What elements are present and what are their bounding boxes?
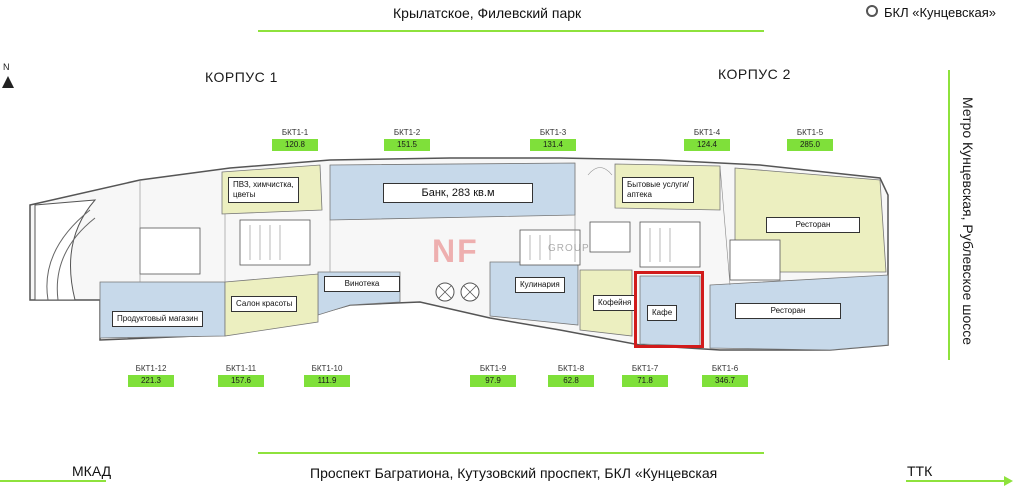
core-left [239,219,311,266]
metro-icon [866,5,878,17]
arrow-right-icon [1004,476,1013,486]
zone-grocery [99,281,226,339]
highlight-cafe [634,271,704,348]
watermark-logo: NF [432,233,479,269]
unit-code: БКТ1-5 [796,128,824,137]
unit-code: БКТ1-7 [631,364,659,373]
unit-code: БКТ1-2 [393,128,421,137]
label-coffee: Кофейня [593,295,637,311]
label-grocery: Продуктовый магазин [112,311,204,327]
unit-tag[interactable]: БКТ1-1 120.8 [272,127,318,151]
unit-code: БКТ1-8 [557,364,585,373]
label-culinary: Кулинария [515,277,565,293]
unit-area: 131.4 [530,139,576,151]
zone-culinary [489,261,579,326]
unit-tag[interactable]: БКТ1-9 97.9 [470,363,516,387]
unit-area: 157.6 [218,375,264,387]
corpus-1-label: КОРПУС 1 [205,69,278,85]
street-bottom-left-line [0,480,106,482]
unit-tag[interactable]: БКТ1-5 285.0 [787,127,833,151]
unit-area: 97.9 [470,375,516,387]
left-rotunda [34,199,97,301]
unit-tag[interactable]: БКТ1-10 111.9 [304,363,350,387]
watermark-sub: GROUP [548,243,590,254]
unit-area: 124.4 [684,139,730,151]
unit-tag[interactable]: БКТ1-2 151.5 [384,127,430,151]
street-bottom-right-line [906,480,1006,482]
label-beauty: Салон красоты [231,296,298,312]
unit-tag[interactable]: БКТ1-6 346.7 [702,363,748,387]
label-services: Бытовые услуги/ аптека [622,177,694,203]
unit-tag[interactable]: БКТ1-8 62.8 [548,363,594,387]
street-bottom: Проспект Багратиона, Кутузовский проспек… [310,465,718,481]
unit-area: 285.0 [787,139,833,151]
unit-code: БКТ1-11 [225,364,257,373]
unit-area: 62.8 [548,375,594,387]
unit-code: БКТ1-4 [693,128,721,137]
unit-code: БКТ1-9 [479,364,507,373]
street-right-line [948,70,950,360]
unit-code: БКТ1-12 [135,364,167,373]
street-right-side: Метро Кунцевская, Рублевское шоссе [960,97,976,346]
unit-tag[interactable]: БКТ1-4 124.4 [684,127,730,151]
street-bottom-line [258,452,764,454]
unit-tag[interactable]: БКТ1-12 221.3 [128,363,174,387]
label-wine: Винотека [324,276,400,292]
street-top: Крылатское, Филевский парк [393,5,582,21]
label-cafe: Кафе [647,305,678,321]
label-restaurant-top: Ресторан [766,217,860,233]
unit-area: 151.5 [384,139,430,151]
unit-code: БКТ1-1 [281,128,309,137]
unit-tag[interactable]: БКТ1-3 131.4 [530,127,576,151]
label-restaurant-bottom: Ресторан [735,303,841,319]
compass-arrow-icon [2,76,14,88]
street-bottom-right: ТТК [907,463,933,479]
unit-area: 120.8 [272,139,318,151]
street-bottom-left: МКАД [72,463,112,479]
unit-code: БКТ1-10 [311,364,343,373]
unit-area: 71.8 [622,375,668,387]
unit-code: БКТ1-6 [711,364,739,373]
compass-north: N [3,62,10,72]
unit-tag[interactable]: БКТ1-7 71.8 [622,363,668,387]
unit-area: 346.7 [702,375,748,387]
unit-area: 221.3 [128,375,174,387]
street-top-line [258,30,764,32]
unit-tag[interactable]: БКТ1-11 157.6 [218,363,264,387]
unit-code: БКТ1-3 [539,128,567,137]
unit-area: 111.9 [304,375,350,387]
metro-top-right: БКЛ «Кунцевская» [884,5,996,20]
label-pvz: ПВЗ, химчистка, цветы [228,177,299,203]
label-bank: Банк, 283 кв.м [383,183,533,203]
corpus-2-label: КОРПУС 2 [718,66,791,82]
